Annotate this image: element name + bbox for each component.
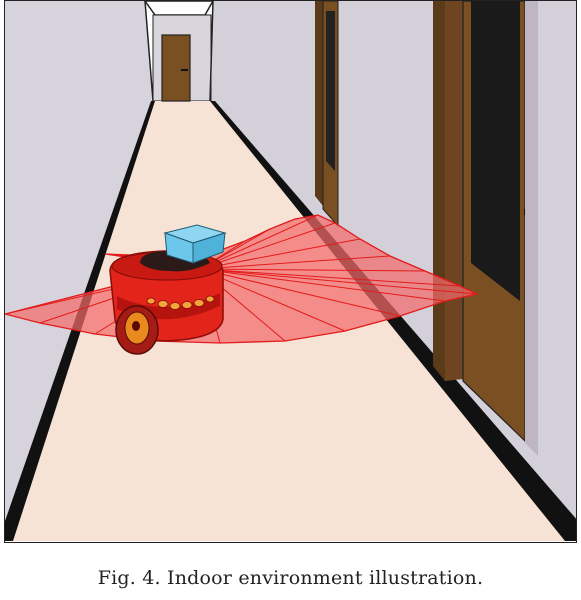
robot-icon — [109, 224, 227, 355]
right-door-near-corridor — [315, 1, 339, 228]
left-wall — [5, 1, 153, 541]
figure-caption: Fig. 4. Indoor environment illustration. — [97, 567, 484, 589]
right-corner-line — [209, 1, 214, 102]
ceiling — [144, 1, 214, 16]
end-door — [161, 34, 191, 102]
scene-illustration — [4, 0, 577, 543]
robot-sonar-dots — [146, 295, 215, 310]
corridor-scene — [5, 1, 576, 541]
robot-sensor-box — [163, 224, 227, 264]
right-baseboard — [210, 101, 576, 541]
left-corner-line — [144, 1, 154, 102]
robot-wheel — [115, 305, 159, 355]
